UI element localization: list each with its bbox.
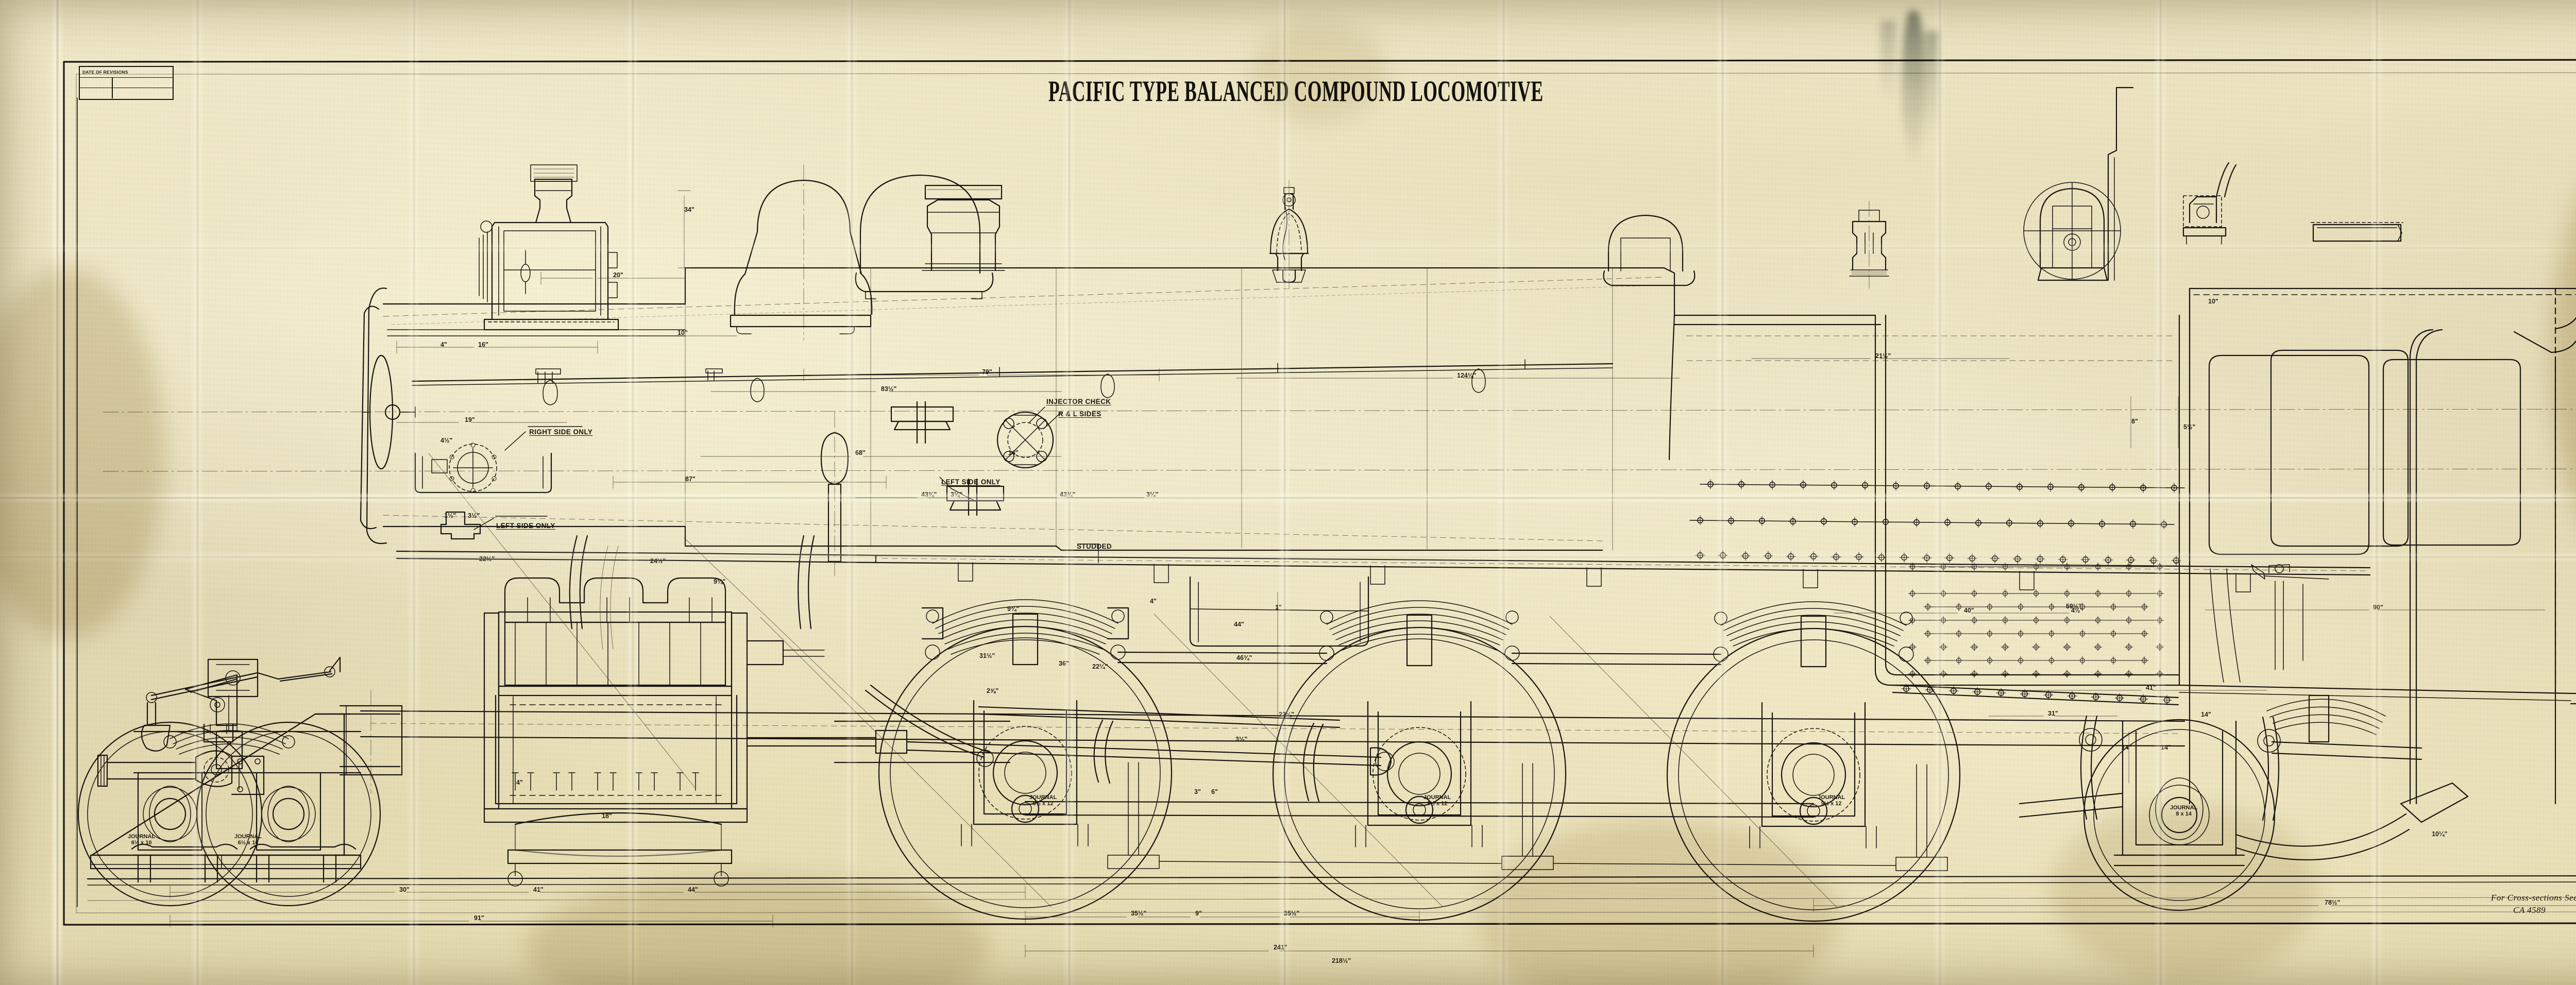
journal-label-size: 6½ x 10 <box>131 839 152 846</box>
dimension-label: 43¾" <box>1060 491 1076 498</box>
dimension-label: 91" <box>474 914 484 922</box>
journal-label-size: 9½ x 12 <box>1427 800 1448 807</box>
dimension-label: 16" <box>478 341 488 348</box>
cross-reference-line-1: For Cross-sections See <box>2491 893 2576 903</box>
dimension-label: 59½" <box>2066 603 2082 610</box>
dimension-label: 2⅝" <box>987 687 999 694</box>
journal-label-title: JOURNAL <box>1423 794 1451 801</box>
dimension-label: 1½" <box>444 512 456 519</box>
dimension-label: 3¼" <box>951 491 963 498</box>
revision-block-header: DATE OF REVISIONS <box>82 70 128 75</box>
dimension-label: 20" <box>613 271 623 279</box>
dimension-label: 218½" <box>1332 957 1351 964</box>
dimension-label: 24½" <box>650 557 666 565</box>
dimension-label: 14" <box>2122 744 2132 751</box>
dimension-label: 31½" <box>979 652 995 659</box>
dimension-label: 4½" <box>440 437 453 444</box>
dimension-label: 22¼" <box>1279 711 1295 718</box>
dimension-label: 83½" <box>881 385 897 393</box>
dimension-label: 36" <box>1059 660 1069 667</box>
dimension-label: 124⅛" <box>1457 372 1477 379</box>
annotation-label: STUDDED <box>1077 542 1112 550</box>
annotation-label: RIGHT SIDE ONLY <box>529 428 593 436</box>
dimension-label: 10" <box>677 329 688 336</box>
dimension-label: 31" <box>2048 710 2058 717</box>
dimension-label: 8" <box>2131 418 2138 425</box>
annotation-label: LEFT SIDE ONLY <box>941 478 1001 486</box>
dimension-label: 10" <box>2208 298 2218 305</box>
dimension-label: 3½" <box>468 512 480 519</box>
dimension-label: 35½" <box>1284 910 1300 917</box>
dimension-label: 68" <box>855 449 866 456</box>
dimension-label: 40" <box>1964 607 1974 614</box>
dimension-label: 34" <box>684 206 694 213</box>
journal-label-size: 6½ x 10 <box>238 839 259 846</box>
annotation-label: LEFT SIDE ONLY <box>496 522 555 530</box>
dimension-label: 21½" <box>1875 352 1891 360</box>
journal-label-title: JOURNAL <box>234 834 262 840</box>
dimension-label: 87" <box>685 475 696 483</box>
journal-label-title: JOURNAL <box>128 834 156 840</box>
dimension-label: 6" <box>1211 788 1218 795</box>
dimension-label: 9¾" <box>1007 605 1020 613</box>
dimension-label: 4½" <box>2071 607 2083 614</box>
dimension-label: 14" <box>2201 711 2211 718</box>
dimension-label: 4" <box>516 779 523 786</box>
dimension-label: 41" <box>2146 684 2156 691</box>
journal-label-size: 8 x 14 <box>2176 810 2192 817</box>
dimension-label: 9¼" <box>714 578 726 585</box>
dimension-label: 44" <box>688 886 698 893</box>
journal-label-title: JOURNAL <box>2170 805 2198 811</box>
drawing-title: PACIFIC TYPE BALANCED COMPOUND LOCOMOTIV… <box>1048 75 1544 108</box>
annotation-label: INJECTOR CHECK <box>1046 398 1111 405</box>
journal-label-title: JOURNAL <box>1818 794 1845 801</box>
dimension-label: 14" <box>2161 744 2171 751</box>
dimension-label: 241" <box>1274 944 1287 951</box>
dimension-label: 46¾" <box>1236 654 1252 661</box>
journal-label-size: 9½ x 12 <box>1821 800 1842 807</box>
journal-label-size: 9½ x 12 <box>1032 800 1054 807</box>
dimension-label: 78½" <box>2325 899 2341 906</box>
cross-reference-line-2: CA 4589 <box>2513 905 2546 915</box>
dimension-label: 30" <box>399 886 410 893</box>
dimension-label: 10¼" <box>2432 830 2448 838</box>
journal-label-title: JOURNAL <box>1029 794 1057 801</box>
dimension-label: 4" <box>1150 598 1157 605</box>
dimension-label: 3" <box>1194 788 1201 795</box>
dimension-label: 14" <box>1008 449 1019 456</box>
dimension-label: 19" <box>465 416 475 423</box>
dimension-label: 1" <box>1275 604 1282 611</box>
dimension-label: 90" <box>2373 604 2383 611</box>
dimension-label: 79" <box>982 368 992 376</box>
revision-block: DATE OF REVISIONS <box>79 66 174 100</box>
annotation-label: R & L SIDES <box>1058 410 1101 418</box>
dimension-label: 22½" <box>479 555 495 563</box>
dimension-label: 3½" <box>1235 736 1248 743</box>
dimension-label: 44" <box>1234 621 1244 628</box>
dimension-label: 9" <box>1195 910 1202 917</box>
dimension-label: 3¼" <box>1146 491 1159 498</box>
dimension-label: 35½" <box>1131 910 1147 917</box>
dimension-label: 22¼" <box>1092 663 1108 670</box>
dimension-label: 18" <box>602 812 612 820</box>
dimension-label: 5½" <box>2183 423 2196 431</box>
dimension-label: 43¾" <box>921 491 937 498</box>
dimension-label: 41" <box>533 886 544 893</box>
dimension-label: 4" <box>440 341 447 348</box>
